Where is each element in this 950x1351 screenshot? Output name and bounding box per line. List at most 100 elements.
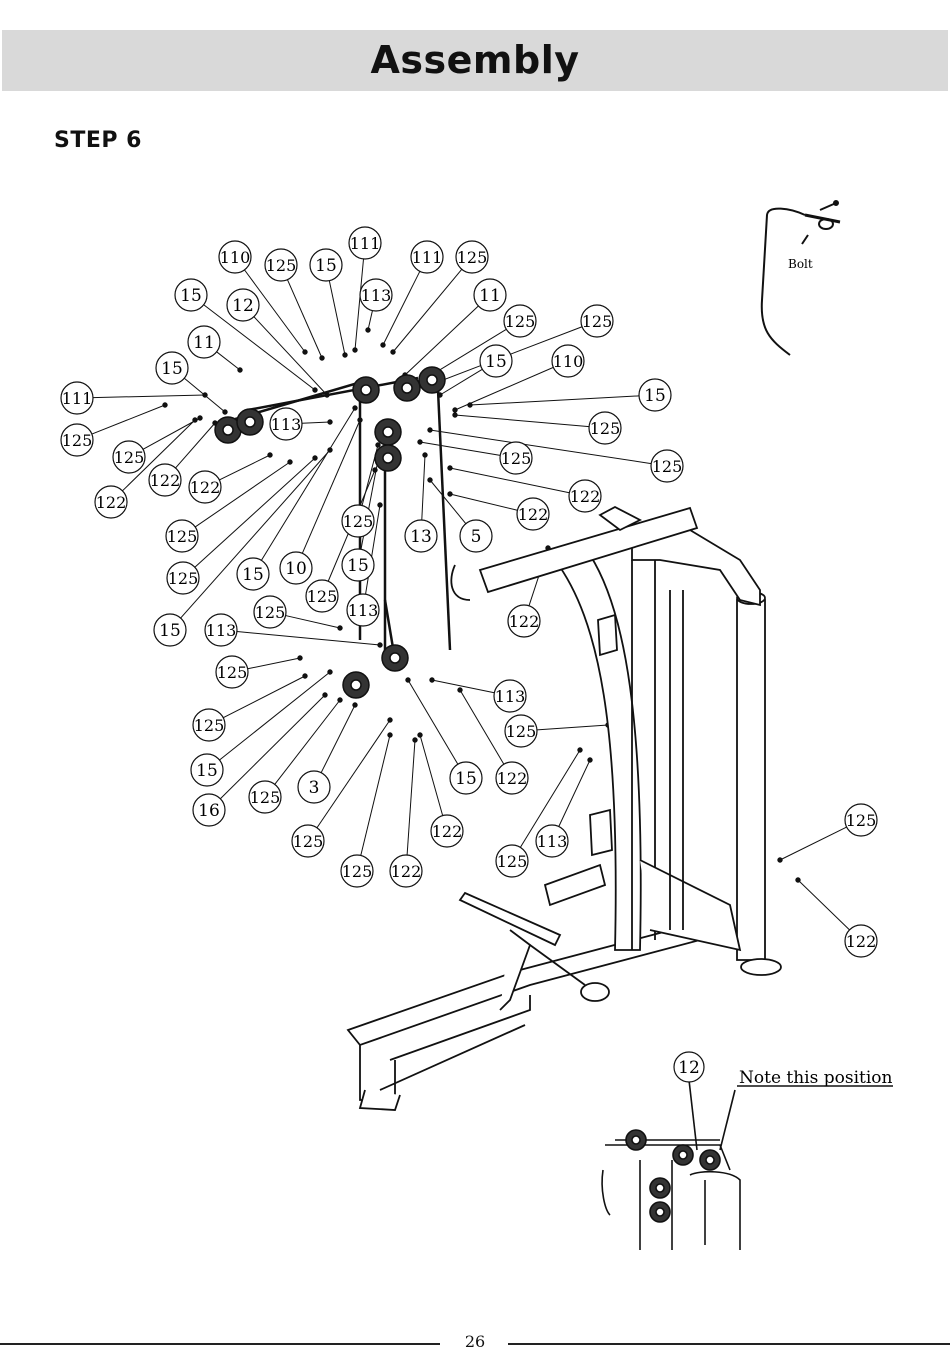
callout-number: 122: [846, 932, 877, 951]
part-callout: 125: [167, 562, 199, 594]
leader-line: [450, 494, 517, 510]
callout-number: 125: [307, 587, 338, 606]
note-text: Note this position: [739, 1068, 893, 1088]
leader-line: [470, 396, 639, 405]
part-callout: 125: [589, 412, 621, 444]
callout-number: 125: [846, 811, 877, 830]
callout-number: 113: [537, 832, 568, 851]
bolt-inset: [762, 201, 840, 355]
leader-dot: [338, 626, 342, 630]
leader-line: [422, 455, 425, 520]
inset-callout: 12: [678, 1058, 700, 1078]
part-callout: 111: [349, 227, 381, 259]
part-callout: 122: [95, 486, 127, 518]
part-callout: 125: [341, 855, 373, 887]
leader-dot: [378, 643, 382, 647]
leader-dot: [366, 328, 370, 332]
leader-dot: [453, 413, 457, 417]
machine-frame: [348, 507, 781, 1110]
part-callout: 10: [280, 552, 312, 584]
callout-number: 125: [114, 448, 145, 467]
leader-line: [302, 422, 330, 423]
part-callout: 15: [191, 754, 223, 786]
callout-number: 125: [255, 603, 286, 622]
part-callout: 13: [405, 520, 437, 552]
part-callout: 110: [219, 241, 251, 273]
leader-line: [92, 405, 165, 434]
callout-number: 11: [479, 286, 501, 306]
leader-line: [287, 280, 322, 358]
leader-dot: [406, 678, 410, 682]
part-callout: 122: [508, 605, 540, 637]
callout-number: 125: [497, 852, 528, 871]
part-callout: 125: [166, 520, 198, 552]
leader-dot: [353, 703, 357, 707]
leader-line: [368, 311, 372, 330]
part-callout: 125: [61, 424, 93, 456]
leader-dot: [796, 878, 800, 882]
leader-dot: [376, 443, 380, 447]
callout-number: 15: [242, 565, 264, 585]
callout-number: 122: [518, 505, 549, 524]
leader-line: [204, 305, 315, 390]
part-callout: 125: [254, 596, 286, 628]
part-callout: 122: [496, 762, 528, 794]
leader-line: [455, 415, 589, 427]
part-callout: 125: [505, 715, 537, 747]
part-callout: 113: [347, 594, 379, 626]
part-callout: 125: [500, 442, 532, 474]
leader-line: [321, 705, 355, 773]
page-number: 26: [445, 1332, 505, 1351]
callout-number: 125: [505, 312, 536, 331]
part-callout: 122: [189, 471, 221, 503]
part-callout: 15: [175, 279, 207, 311]
callout-number: 122: [96, 493, 127, 512]
callout-number: 110: [220, 248, 251, 267]
part-callout: 111: [61, 382, 93, 414]
leader-dot: [413, 738, 417, 742]
part-callout: 5: [460, 520, 492, 552]
part-callout: 125: [496, 845, 528, 877]
leader-dot: [203, 393, 207, 397]
leader-line: [317, 720, 390, 828]
callout-number: 125: [343, 512, 374, 531]
leader-dot: [423, 453, 427, 457]
callout-number: 125: [168, 569, 199, 588]
part-callout: 15: [450, 762, 482, 794]
callout-number: 110: [553, 352, 584, 371]
part-callout: 125: [456, 241, 488, 273]
leader-line: [780, 827, 847, 860]
leader-dot: [381, 343, 385, 347]
part-callout: 122: [431, 815, 463, 847]
callout-number: 12: [232, 296, 254, 316]
leader-line: [286, 616, 340, 628]
part-callout: 15: [639, 379, 671, 411]
leader-dot: [320, 356, 324, 360]
leader-line: [219, 455, 270, 480]
part-callout: 125: [113, 441, 145, 473]
callout-number: 125: [266, 256, 297, 275]
callout-number: 113: [271, 415, 302, 434]
leader-dot: [778, 858, 782, 862]
leader-dot: [303, 350, 307, 354]
leader-dot: [338, 698, 342, 702]
part-callout: 125: [651, 450, 683, 482]
part-callout: 125: [249, 781, 281, 813]
callout-number: 125: [457, 248, 488, 267]
leader-line: [407, 740, 415, 855]
leader-line: [248, 658, 300, 669]
callout-number: 111: [62, 389, 93, 408]
callout-number: 15: [485, 352, 507, 372]
callout-number: 15: [455, 769, 477, 789]
callout-number: 3: [309, 778, 320, 798]
callout-number: 111: [350, 234, 381, 253]
callout-number: 113: [361, 286, 392, 305]
leader-dot: [238, 368, 242, 372]
leader-dot: [313, 388, 317, 392]
leader-dot: [430, 678, 434, 682]
callout-number: 15: [161, 359, 183, 379]
callout-number: 125: [217, 663, 248, 682]
callout-number: 113: [348, 601, 379, 620]
callout-number: 122: [570, 487, 601, 506]
leader-dot: [298, 656, 302, 660]
